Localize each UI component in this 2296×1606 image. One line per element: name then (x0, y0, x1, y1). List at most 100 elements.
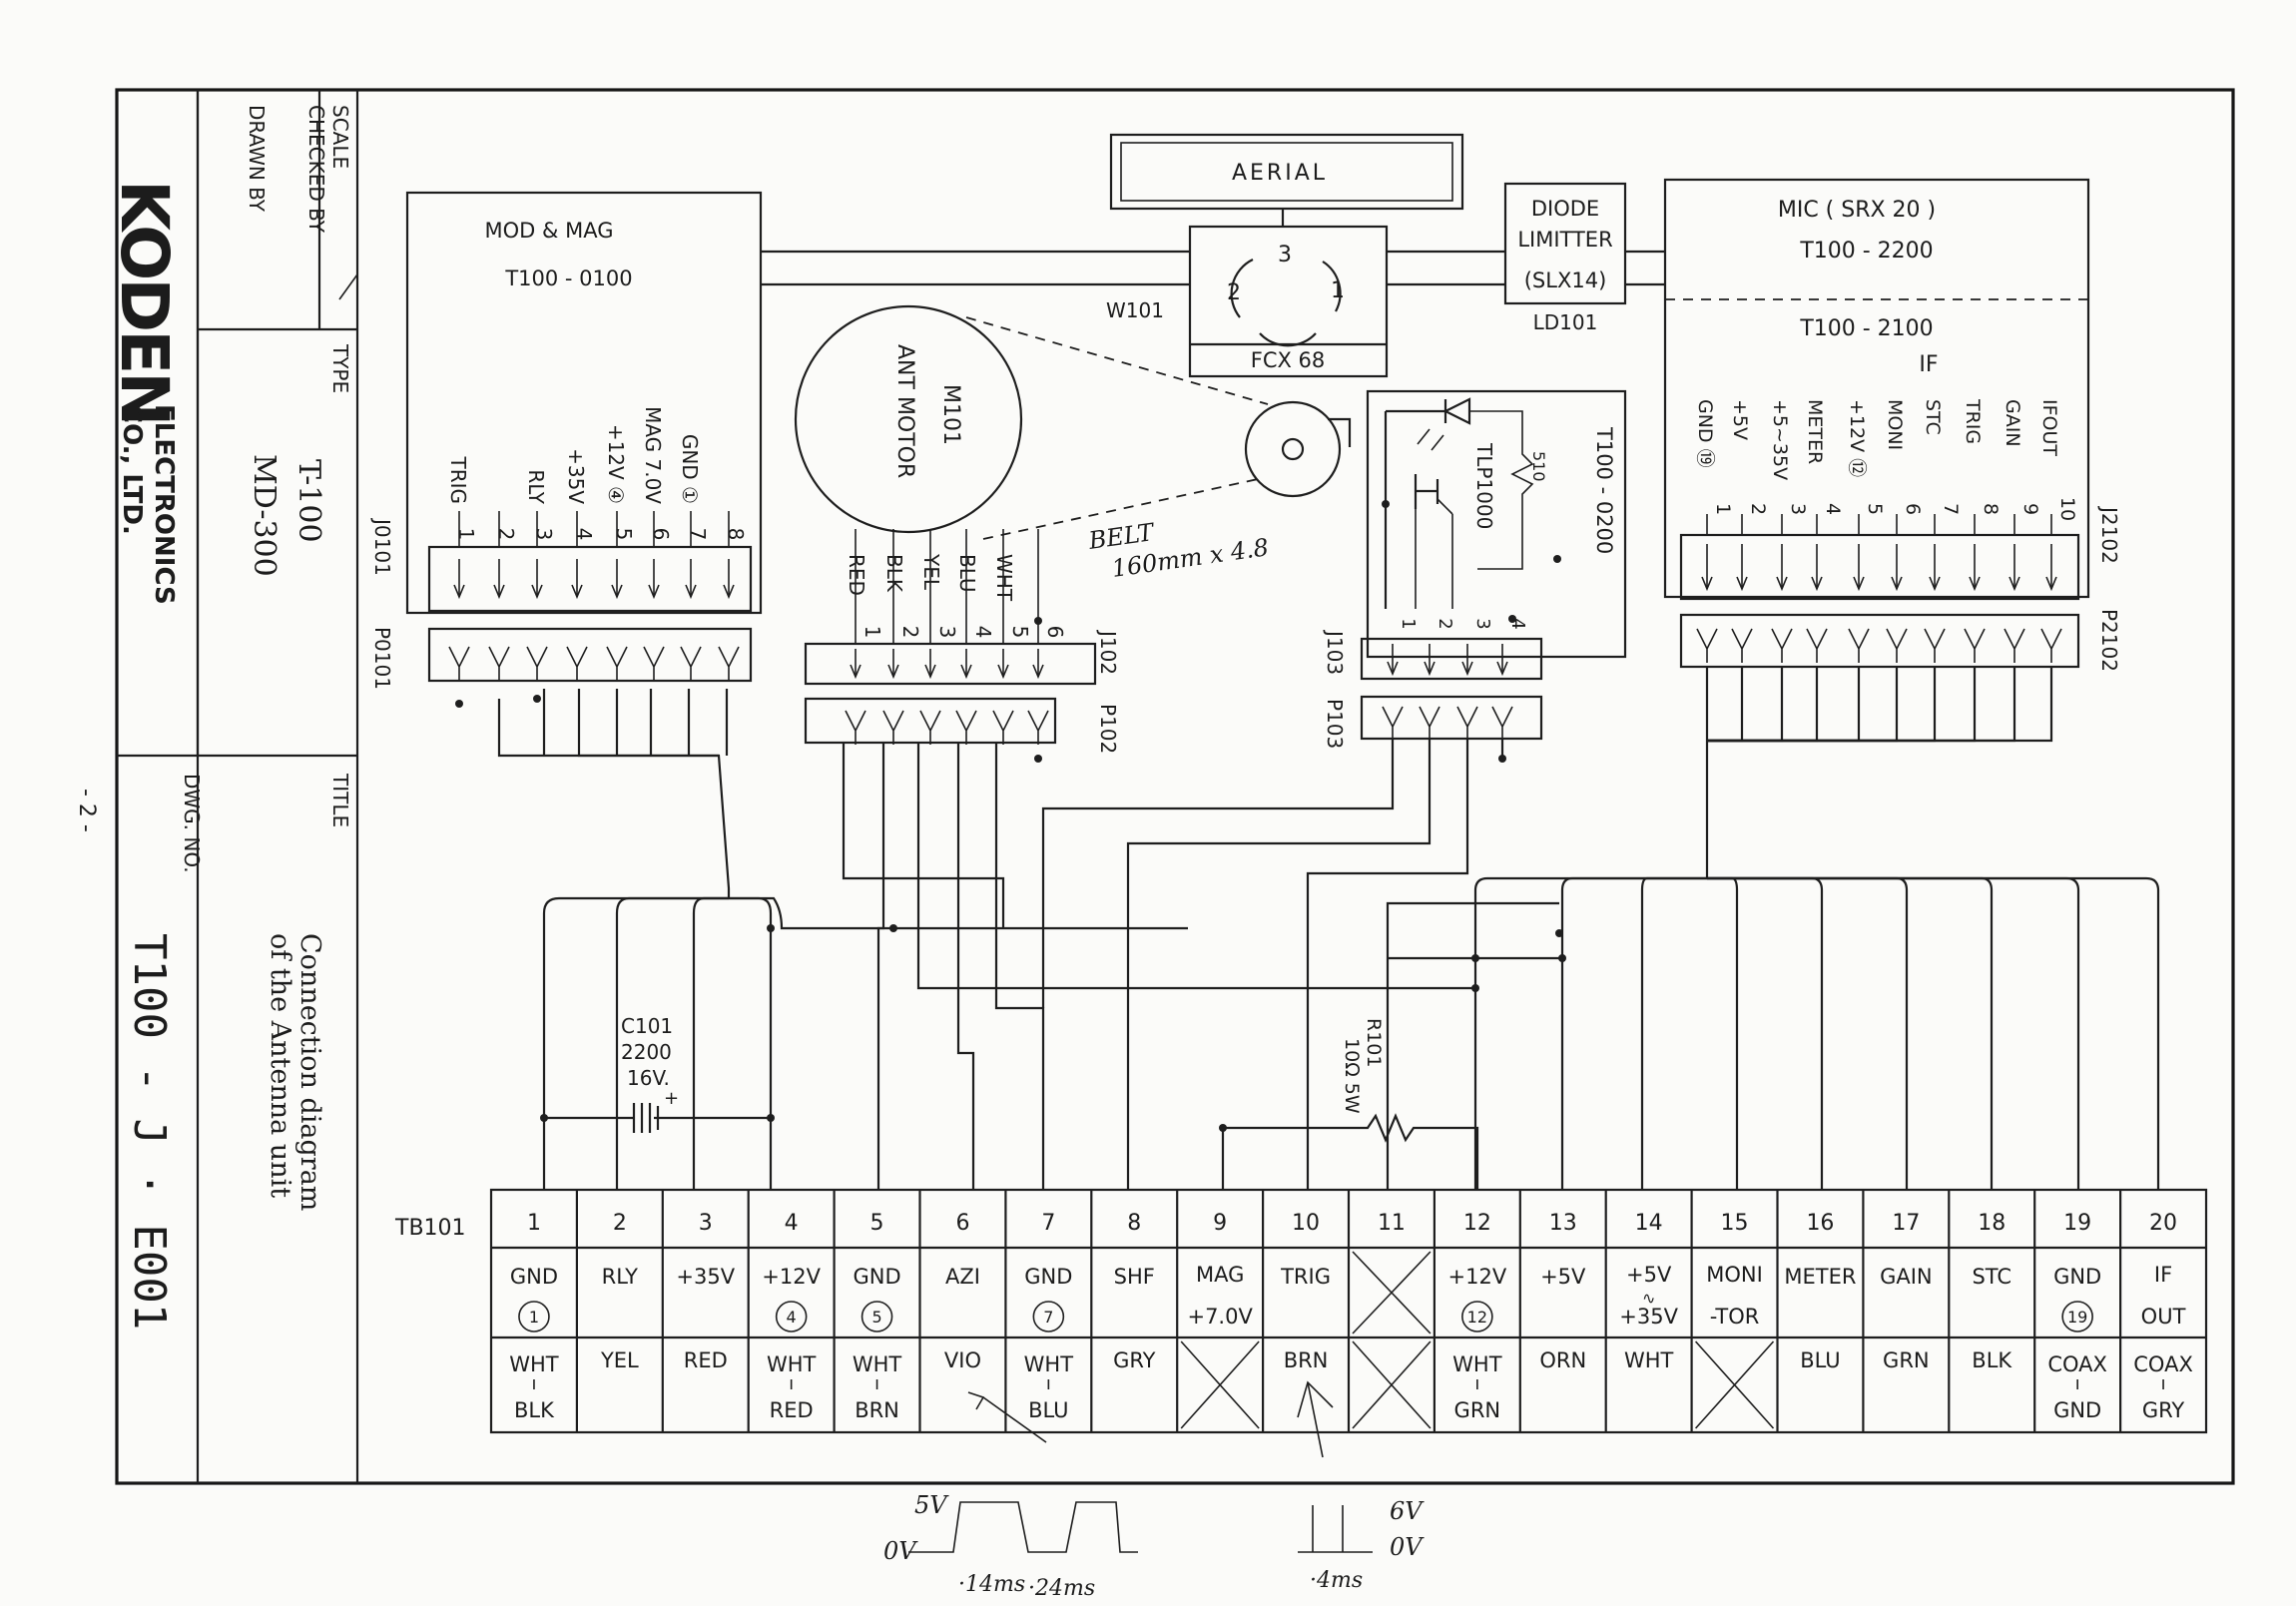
terminal-signal: +5V (1626, 1263, 1672, 1287)
if-pin-label: STC (1922, 399, 1944, 435)
mod-mag-pin-label: TRIG (446, 455, 470, 504)
terminal-block: TB101 1GND1WHTBLK2RLYYEL3+35VRED4+12V4WH… (394, 1188, 2208, 1434)
rotary-port-1: 1 (1331, 278, 1345, 303)
terminal-circle (518, 1301, 550, 1333)
mod-mag-pin-label: RLY (524, 469, 548, 504)
if-j-pin-arrowhead (1811, 576, 1823, 592)
motor-j-pin-arrowhead (1032, 664, 1044, 680)
mic-line-1: MIC ( SRX 20 ) (1778, 198, 1936, 223)
mod-mag-j-pin-arrowhead (723, 584, 735, 600)
type-value-2: MD-300 (247, 454, 282, 577)
azi-period-2: ·24ms (1028, 1576, 1095, 1601)
terminal-unused-mark (1352, 1251, 1432, 1335)
motor-p-pin (1027, 710, 1049, 745)
terminal-number: 12 (1463, 1211, 1491, 1236)
rotary-joint-label: FCX 68 (1251, 348, 1326, 372)
motor-junction (1034, 755, 1042, 763)
terminal-number: 17 (1892, 1211, 1920, 1236)
trig-high-level: 6V (1390, 1497, 1425, 1525)
terminal-circle-number: 5 (871, 1308, 881, 1327)
sensor-j-connector (1360, 637, 1543, 681)
sensor-p-label: P103 (1323, 699, 1347, 749)
terminal-wire-color: RED (684, 1348, 728, 1372)
motor-j-pin-arrowhead (960, 664, 972, 680)
motor-pin-label: RED (845, 554, 868, 596)
terminal-signal: GAIN (1880, 1265, 1933, 1289)
mod-mag-j-pin-arrowhead (493, 584, 505, 600)
limiter-line-3: (SLX14) (1524, 268, 1607, 292)
mod-mag-pin-label: MAG 7.0V (641, 406, 665, 504)
limiter-line-2: LIMITTER (1517, 228, 1612, 252)
motor-pin-label: BLU (955, 554, 979, 593)
motor-p-pin (955, 710, 977, 745)
terminal-wire-color-2: GRN (1454, 1398, 1501, 1422)
terminal-signal: +12V (1448, 1265, 1507, 1289)
mod-mag-pin-number: 8 (724, 528, 748, 541)
motor-j-pin-arrowhead (887, 664, 899, 680)
mod-mag-pin-label: +35V (564, 448, 588, 504)
terminal-wire-color-2: GRY (2142, 1398, 2185, 1422)
if-pin-number: 5 (1864, 503, 1886, 515)
antenna-motor: M101 ANT MOTOR J102 P102 1RED2BLK3YEL4BL… (794, 304, 1120, 763)
terminal-wire-color: WHT (767, 1352, 817, 1376)
terminal-signal: RLY (602, 1265, 639, 1289)
terminal-signal: STC (1972, 1265, 2011, 1289)
if-j-label: J2102 (2097, 505, 2121, 564)
if-p-pin (1731, 628, 1753, 663)
wiring-harness: C101 2200 16V. + R101 10Ω 5W (497, 667, 2160, 1190)
azi-period-1: ·14ms (958, 1572, 1025, 1597)
terminal-wire-color: GRY (1113, 1348, 1156, 1372)
if-pin-label: +5~35V (1769, 399, 1791, 480)
terminal-signal-2: +7.0V (1187, 1305, 1253, 1329)
mod-mag-unit: MOD & MAG T100 - 0100 J0101 P0101 1TRIG2… (370, 191, 763, 708)
if-pin-number: 10 (2056, 497, 2078, 521)
koden-logo: KODEN ELECTRONICS CO., LTD. (106, 180, 183, 605)
if-p-pin (1806, 628, 1828, 663)
sensor-part: TLP1000 (1472, 442, 1496, 529)
terminal-number: 15 (1721, 1211, 1749, 1236)
if-j-pin-arrowhead (1969, 576, 1981, 592)
title-value-1: Connection diagram (294, 933, 325, 1211)
motor-j-label: J102 (1096, 629, 1120, 675)
motor-pin-number: 3 (935, 626, 959, 639)
handwritten-notes: 5V 0V ·14ms ·24ms 6V 0V ·4ms (883, 1380, 1425, 1601)
if-j-pin-arrowhead (2045, 576, 2057, 592)
capacitor-plus: + (664, 1088, 679, 1109)
aerial-label: AERIAL (1232, 161, 1328, 186)
terminal-wire-color: BLK (1972, 1348, 2012, 1372)
if-pin-label: +5V (1729, 399, 1751, 440)
terminal-wire-color: ORN (1539, 1348, 1586, 1372)
terminal-block-ref: TB101 (394, 1216, 466, 1241)
terminal-circle-number: 4 (787, 1308, 797, 1327)
terminal-signal: METER (1784, 1265, 1856, 1289)
sensor-j-pin-arrowhead (1387, 661, 1399, 677)
checked-by-label: CHECKED BY (304, 105, 328, 234)
terminal-wire-color: WHT (1624, 1348, 1674, 1372)
terminal-circle-number: 7 (1043, 1308, 1053, 1327)
sensor-ref: T100 - 0200 (1592, 426, 1616, 554)
mod-mag-j-pin-arrowhead (571, 584, 583, 600)
title-block: SCALE CHECKED BY DRAWN BY TYPE T-100 MD-… (74, 90, 359, 1483)
if-p-pin (2040, 628, 2062, 663)
terminal-wire-color-2: GND (2053, 1398, 2101, 1422)
mod-mag-junction (455, 700, 463, 708)
terminal-wire-color: YEL (600, 1348, 639, 1372)
terminal-wire-color: WHT (509, 1352, 559, 1376)
dwg-no-value: T100 - J · E001 (124, 933, 175, 1330)
motor-j-pin-arrowhead (924, 664, 936, 680)
terminal-wire-color-2: BRN (855, 1398, 899, 1422)
terminal-number: 4 (785, 1211, 799, 1236)
if-p-pin (2004, 628, 2025, 663)
terminal-signal-2: -TOR (1710, 1305, 1760, 1329)
terminal-signal: MONI (1706, 1263, 1763, 1287)
sensor-j-pin-arrowhead (1496, 661, 1508, 677)
if-pin-number: 2 (1747, 503, 1769, 515)
mod-mag-p-label: P0101 (370, 627, 394, 690)
page-number: - 2 - (74, 789, 99, 832)
motor-label: ANT MOTOR (892, 344, 917, 478)
if-j-pin-arrowhead (1736, 576, 1748, 592)
capacitor-voltage: 16V. (627, 1066, 670, 1090)
terminal-number: 7 (1041, 1211, 1055, 1236)
mod-mag-pin-label: GND ① (678, 434, 702, 504)
terminal-signal: IF (2154, 1263, 2172, 1287)
